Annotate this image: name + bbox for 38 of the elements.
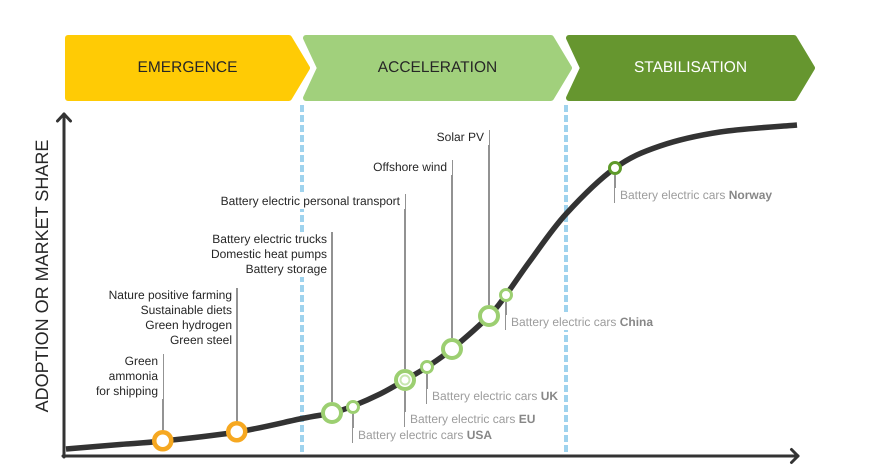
annotation-label: Battery electric cars UK — [427, 389, 558, 404]
annotation-label: Battery electric cars Norway — [615, 188, 772, 203]
phase-band — [65, 35, 310, 101]
leader-line — [404, 391, 406, 427]
annotation-label: Nature positive farming — [108, 288, 232, 303]
ring-icon — [608, 161, 622, 175]
leader-line — [331, 232, 333, 402]
ring-icon — [394, 369, 416, 391]
annotation-label: Green ammonia for shipping — [94, 354, 163, 399]
annotation-label: Green hydrogen — [145, 318, 232, 333]
annotation-label: Offshore wind — [373, 160, 452, 175]
ring-icon — [321, 402, 343, 424]
annotation-label: Battery electric personal transport — [220, 194, 405, 209]
axis-title: ADOPTION OR MARKET SHARE — [32, 140, 52, 412]
phase-title: EMERGENCE — [138, 59, 238, 77]
annotation-label: Domestic heat pumps — [210, 247, 327, 262]
ring-icon — [226, 421, 248, 443]
phase-band — [566, 35, 815, 101]
phase-title: STABILISATION — [634, 59, 748, 77]
ring-icon — [441, 338, 463, 360]
annotation-label: Battery electric cars China — [506, 315, 654, 330]
ring-icon — [152, 430, 174, 452]
ring-icon — [478, 305, 500, 327]
annotation-label: Battery electric cars EU — [405, 412, 536, 427]
annotation-label: Solar PV — [436, 130, 489, 145]
annotation-label: Battery electric trucks — [212, 232, 327, 247]
leader-line — [614, 175, 616, 203]
ring-icon — [420, 360, 434, 374]
annotation-label: Battery storage — [246, 262, 327, 277]
leader-line — [236, 288, 238, 422]
phase-title: ACCELERATION — [378, 59, 498, 77]
annotation-label: Battery electric cars USA — [353, 428, 492, 443]
leader-line — [505, 302, 507, 330]
ring-icon — [499, 288, 513, 302]
leader-line — [352, 414, 354, 443]
ring-icon — [346, 400, 360, 414]
leader-line — [426, 374, 428, 404]
phase-band — [303, 35, 572, 101]
